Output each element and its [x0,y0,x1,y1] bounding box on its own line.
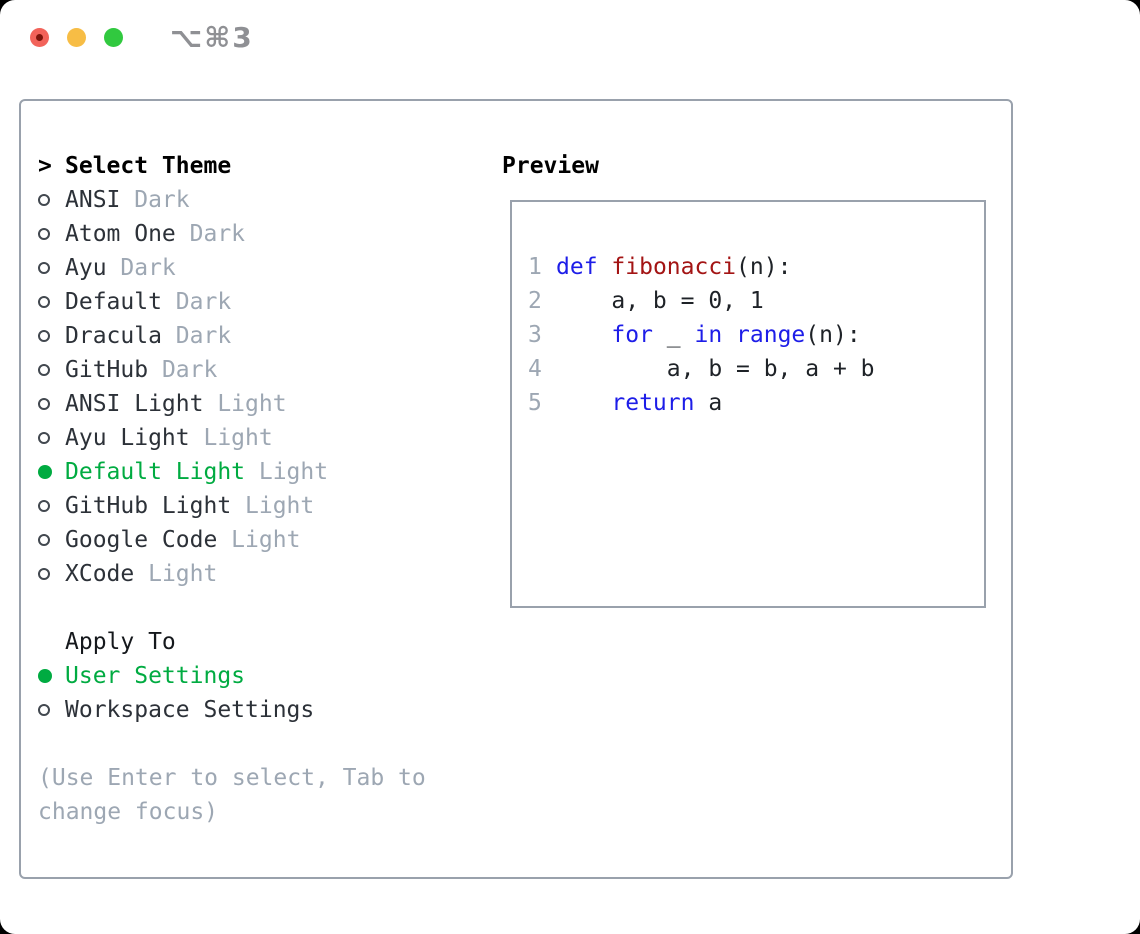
window-title: ⌥⌘3 [170,21,254,54]
option-label: GitHub Light [65,493,232,519]
option-variant: Dark [161,323,232,349]
radio-icon [38,500,65,512]
option-variant: Light [245,459,329,485]
apply-option[interactable]: User Settings [38,659,482,693]
theme-option[interactable]: Default Dark [38,285,482,319]
radio-icon [38,465,65,479]
option-variant: Dark [161,289,232,315]
option-label: Ayu [65,255,107,281]
close-dot-icon [36,34,43,41]
blank-line [528,420,984,454]
option-label: User Settings [65,663,246,689]
radio-icon [38,364,65,376]
option-label: ANSI [65,187,121,213]
spacer [38,591,482,625]
option-label: Dracula [65,323,162,349]
preview-title: Preview [502,153,599,179]
theme-option[interactable]: GitHub Light Light [38,489,482,523]
radio-icon [38,398,65,410]
option-label: Atom One [65,221,176,247]
radio-icon [38,534,65,546]
option-label: XCode [65,561,135,587]
apply-to-title: Apply To [65,629,176,655]
radio-icon [38,194,65,206]
radio-icon [38,704,65,716]
help-text: (Use Enter to select, Tab to change focu… [38,765,426,825]
option-variant: Dark [120,187,190,213]
code-line: 5 return a [528,390,723,416]
apply-to-header: Apply To [38,625,482,659]
zoom-button[interactable] [104,28,123,47]
line-number: 2 [528,288,542,314]
select-theme-header: > Select Theme [38,149,482,183]
option-variant: Light [217,527,301,553]
apply-to-option-list: User Settings Workspace Settings [38,659,482,727]
line-number: 1 [528,254,542,280]
radio-icon [38,228,65,240]
code-line: 2 a, b = 0, 1 [528,288,764,314]
option-variant: Dark [175,221,246,247]
option-label: Workspace Settings [65,697,315,723]
code-line: 4 a, b = b, a + b [528,356,875,382]
option-variant: Dark [106,255,176,281]
option-label: Google Code [65,527,218,553]
radio-icon [38,669,65,683]
theme-option[interactable]: ANSI Dark [38,183,482,217]
line-number: 5 [528,390,542,416]
option-label: Default Light [65,459,246,485]
theme-option[interactable]: Ayu Dark [38,251,482,285]
theme-option[interactable]: XCode Light [38,557,482,591]
theme-option[interactable]: Dracula Dark [38,319,482,353]
traffic-lights [30,28,123,47]
theme-option[interactable]: ANSI Light Light [38,387,482,421]
option-variant: Dark [148,357,218,383]
theme-option-list: ANSI Dark Atom One Dark Ayu Dark Default… [38,183,482,591]
theme-option[interactable]: GitHub Dark [38,353,482,387]
select-theme-title: Select Theme [65,153,232,179]
radio-icon [38,296,65,308]
minimize-button[interactable] [67,28,86,47]
code-line: 3 for _ in range(n): [528,322,861,348]
theme-option[interactable]: Ayu Light Light [38,421,482,455]
option-variant: Light [231,493,315,519]
radio-icon [38,432,65,444]
option-label: GitHub [65,357,149,383]
radio-icon [38,330,65,342]
option-label: Ayu Light [65,425,190,451]
radio-icon [38,262,65,274]
apply-option[interactable]: Workspace Settings [38,693,482,727]
close-button[interactable] [30,28,49,47]
option-variant: Light [203,391,287,417]
option-variant: Light [134,561,218,587]
theme-option[interactable]: Google Code Light [38,523,482,557]
line-number: 4 [528,356,542,382]
option-label: ANSI Light [65,391,204,417]
line-number: 3 [528,322,542,348]
theme-option[interactable]: Default Light Light [38,455,482,489]
radio-icon [38,568,65,580]
option-label: Default [65,289,162,315]
theme-option[interactable]: Atom One Dark [38,217,482,251]
theme-list-column: > Select Theme ANSI Dark Atom One Dark A… [38,149,482,829]
theme-picker-panel: > Select Theme ANSI Dark Atom One Dark A… [19,99,1013,879]
option-variant: Light [189,425,273,451]
cursor-icon: > [38,153,52,179]
